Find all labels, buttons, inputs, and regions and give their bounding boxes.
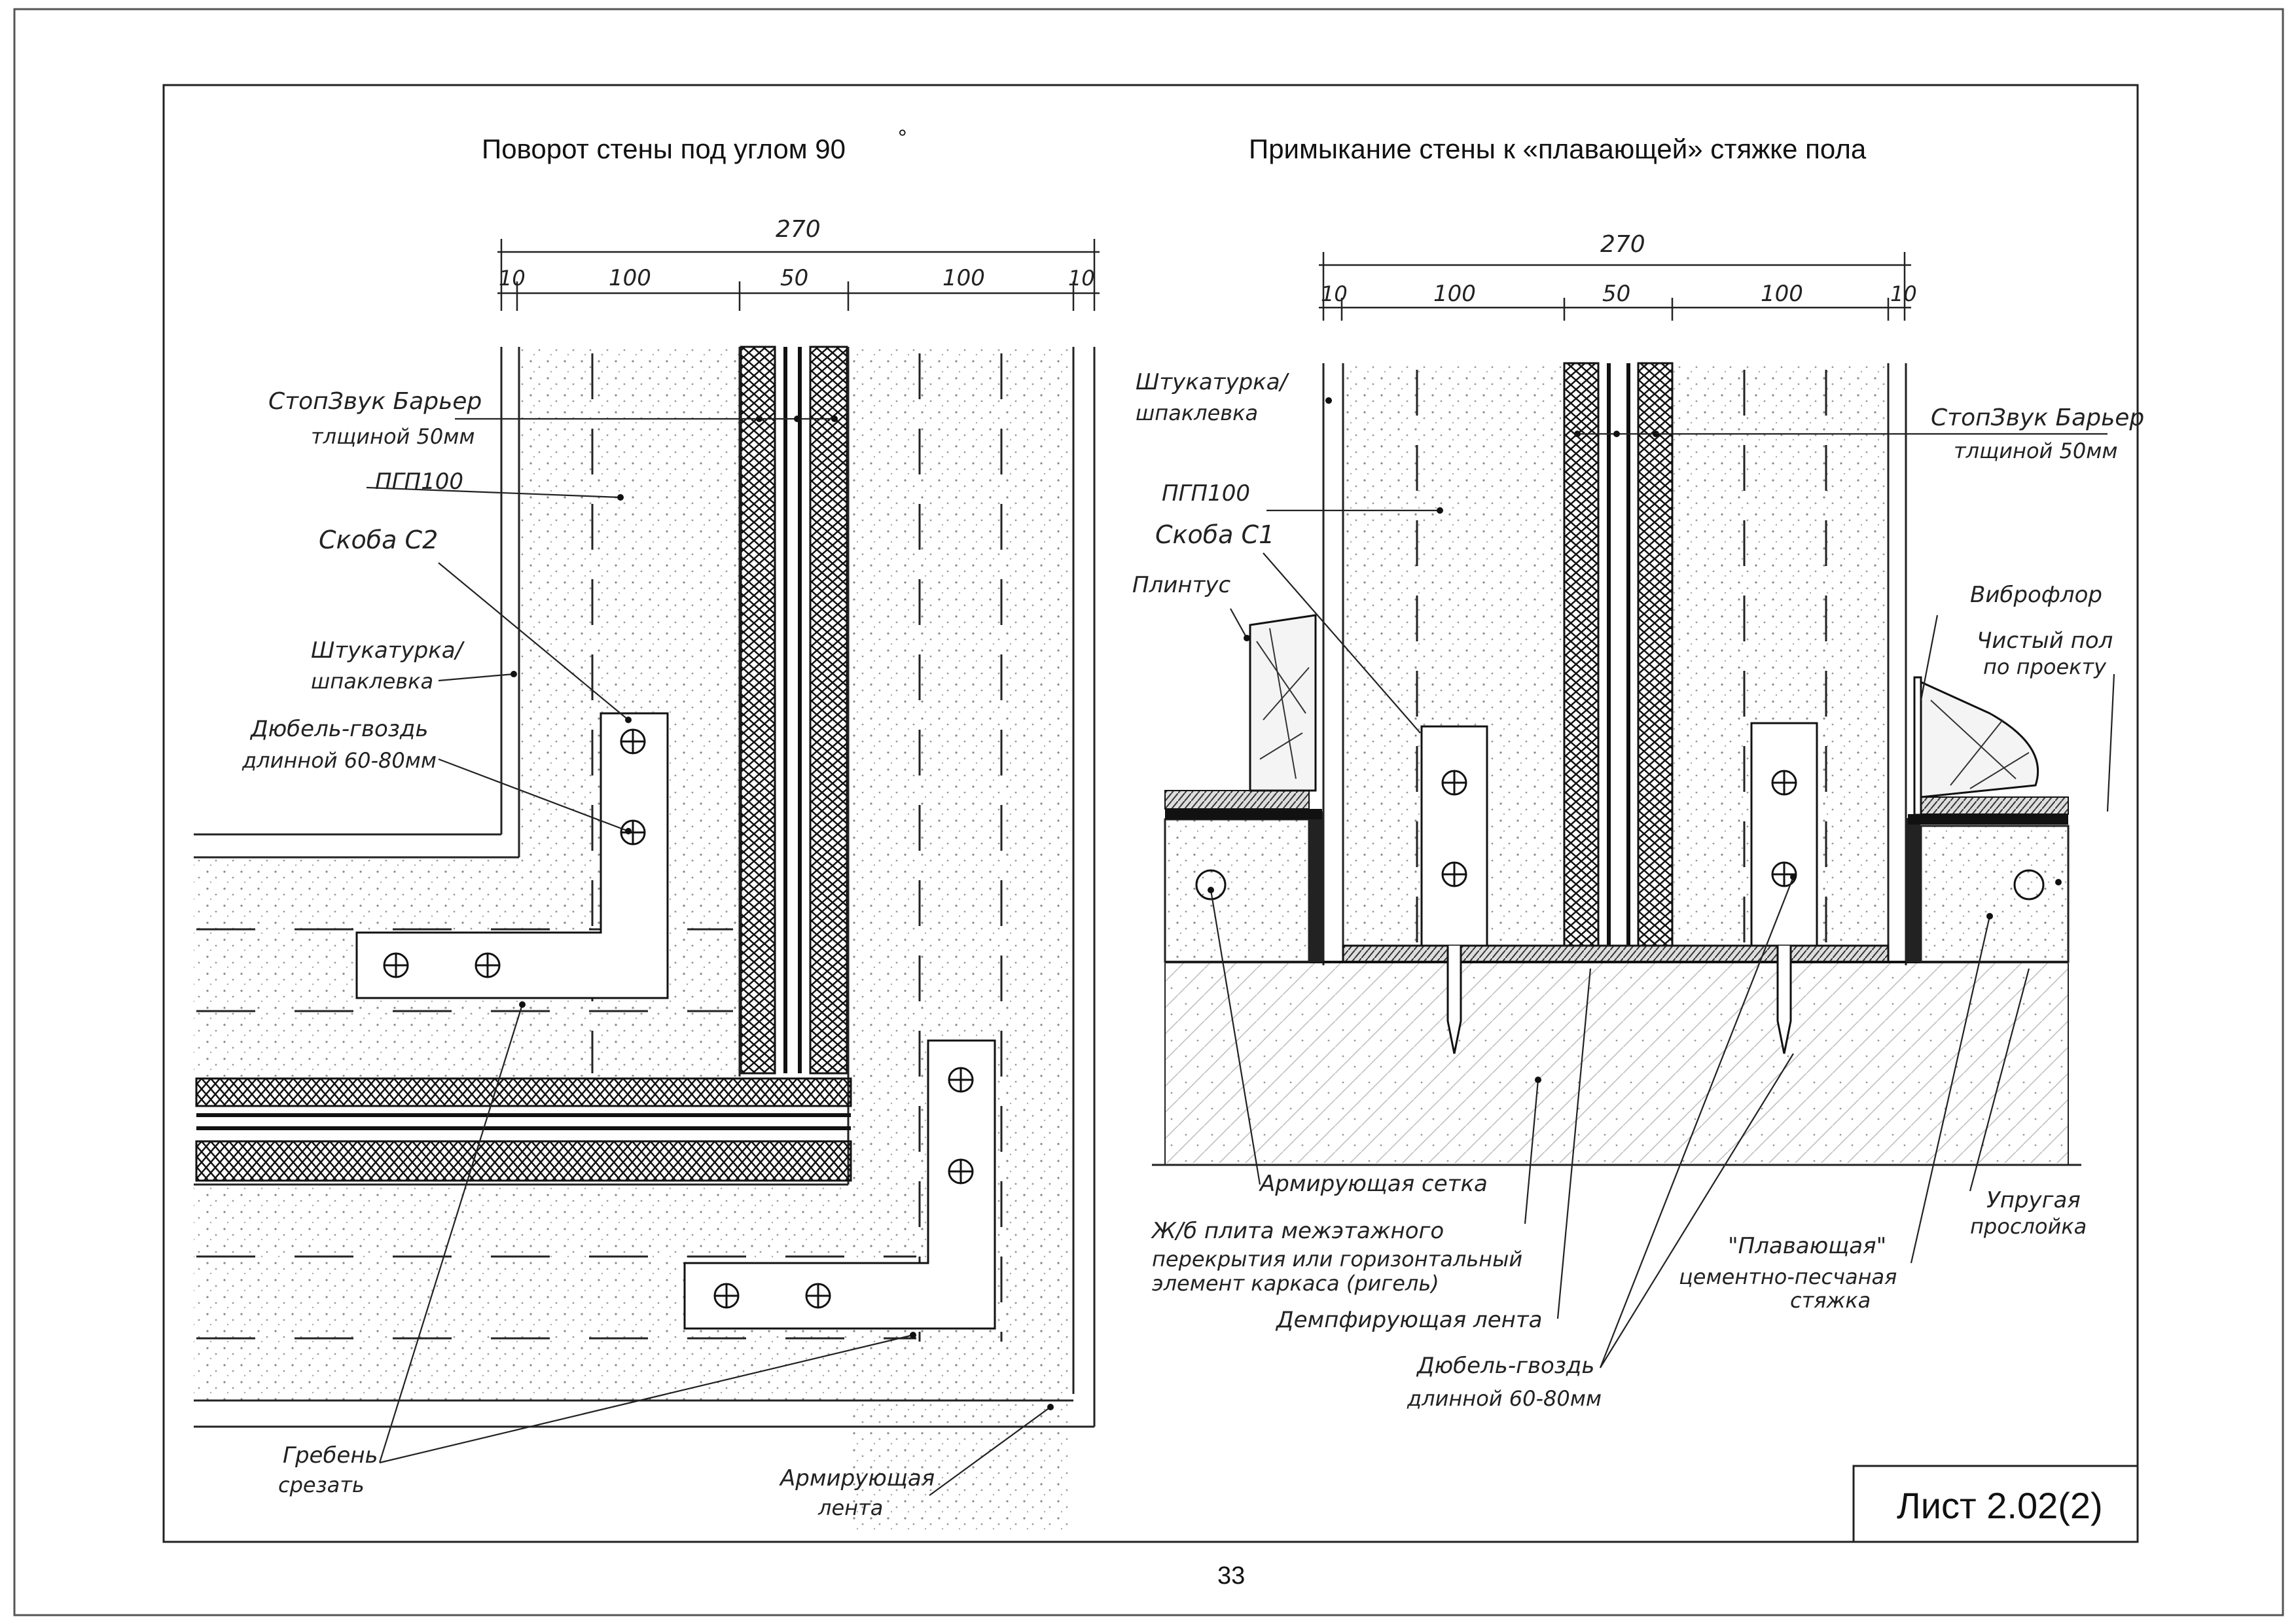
left-label-dowel: Дюбель-гвоздь — [249, 716, 428, 742]
right-label-slab: Ж/б плита межэтажного — [1151, 1218, 1444, 1244]
left-dim-50: 50 — [780, 265, 808, 291]
left-title: Поворот стены под углом 90 — [482, 134, 846, 164]
left-label-plaster-2: шпаклевка — [311, 669, 433, 694]
right-label-barrier: СтопЗвук Барьер — [1931, 404, 2144, 431]
left-title-degree: ° — [898, 126, 907, 151]
right-bracket-right — [1750, 722, 1818, 1054]
left-dimension-chain — [497, 239, 1100, 311]
left-label-barrier: СтопЗвук Барьер — [268, 388, 482, 415]
right-concrete-slab — [1165, 963, 2068, 1163]
right-label-slab-2: перекрытия или горизонтальный — [1152, 1247, 1522, 1272]
right-plinth-right — [1916, 679, 2039, 798]
sheet-label-box — [1852, 1465, 2139, 1543]
left-label-bracket: Скоба С2 — [319, 526, 438, 554]
right-dim-total: 270 — [1600, 231, 1645, 258]
right-label-mesh: Армирующая сетка — [1259, 1171, 1488, 1197]
outer-frame — [13, 8, 2284, 1616]
left-label-dowel-2: длинной 60-80мм — [242, 748, 437, 773]
sheet-label: Лист 2.02(2) — [1897, 1485, 2103, 1526]
right-label-dowel: Дюбель-гвоздь — [1416, 1353, 1594, 1379]
right-detail-drawing: Примыкание стены к «плавающей» стяжке по… — [1132, 134, 2144, 1411]
right-label-plaster-2: шпаклевка — [1136, 401, 1258, 425]
right-wool-a — [1563, 362, 1600, 947]
right-label-dowel-2: длинной 60-80мм — [1407, 1386, 1602, 1411]
right-label-elastic-2: прослойка — [1970, 1214, 2087, 1239]
right-label-board: ПГП100 — [1162, 480, 1250, 507]
right-label-barrier-2: тлщиной 50мм — [1954, 438, 2118, 463]
right-label-screed: "Плавающая" — [1728, 1233, 1886, 1259]
right-finish-right — [1920, 796, 2069, 815]
right-wool-b — [1637, 362, 1674, 947]
right-damper-tape — [1342, 944, 1890, 963]
left-dim-100b: 100 — [942, 265, 985, 291]
left-dim-total: 270 — [776, 216, 821, 243]
right-title: Примыкание стены к «плавающей» стяжке по… — [1249, 134, 1867, 164]
left-label-plaster: Штукатурка/ — [311, 637, 465, 664]
right-label-slab-3: элемент каркаса (ригель) — [1152, 1271, 1439, 1296]
right-label-vibrofloor: Виброфлор — [1970, 582, 2102, 608]
right-dim-100b: 100 — [1761, 281, 1803, 307]
right-dimension-chain — [1319, 252, 1911, 321]
left-wool-layer-a — [740, 346, 776, 1075]
right-screed-left — [1164, 818, 1310, 963]
drawing-frame — [162, 84, 2139, 1543]
left-horizontal-wool-b — [195, 1140, 852, 1182]
left-bracket-upper — [355, 712, 669, 999]
right-label-screed-2: цементно-песчаная — [1679, 1264, 1897, 1289]
right-label-screed-3: стяжка — [1790, 1288, 1871, 1313]
right-label-bracket: Скоба С1 — [1155, 520, 1274, 549]
left-label-barrier-2: тлщиной 50мм — [311, 424, 475, 449]
right-bracket-left — [1420, 725, 1488, 1054]
right-label-finish-2: по проекту — [1983, 654, 2107, 679]
right-finish-left — [1164, 790, 1310, 810]
left-dim-10a: 10 — [499, 266, 526, 291]
right-screed-right — [1920, 825, 2070, 963]
left-label-tape-2: лента — [817, 1495, 883, 1520]
page-number: 33 — [1217, 1562, 1245, 1590]
right-dim-10b: 10 — [1890, 281, 1917, 306]
right-label-plaster: Штукатурка/ — [1136, 369, 1290, 395]
right-label-finish: Чистый пол — [1977, 628, 2113, 654]
left-horizontal-wool-a — [195, 1077, 852, 1107]
left-wool-layer-b — [809, 346, 848, 1075]
right-label-damper: Демпфирующая лента — [1275, 1307, 1543, 1333]
left-bracket-lower — [683, 1039, 996, 1330]
left-dim-100a: 100 — [609, 265, 651, 291]
left-label-tongue: Гребень — [283, 1442, 378, 1469]
right-label-elastic: Упругая — [1986, 1187, 2081, 1213]
right-label-plinth: Плинтус — [1132, 572, 1231, 598]
left-detail-drawing: Поворот стены под углом 90 ° 270 10 100 … — [194, 126, 1100, 1531]
right-dim-100a: 100 — [1433, 281, 1476, 307]
left-dim-10b: 10 — [1068, 266, 1095, 291]
right-dim-50: 50 — [1602, 281, 1630, 307]
right-dim-10a: 10 — [1321, 281, 1348, 306]
left-label-board: ПГП100 — [375, 469, 463, 495]
left-label-tape: Армирующая — [779, 1465, 935, 1491]
left-label-tongue-2: срезать — [278, 1472, 365, 1497]
